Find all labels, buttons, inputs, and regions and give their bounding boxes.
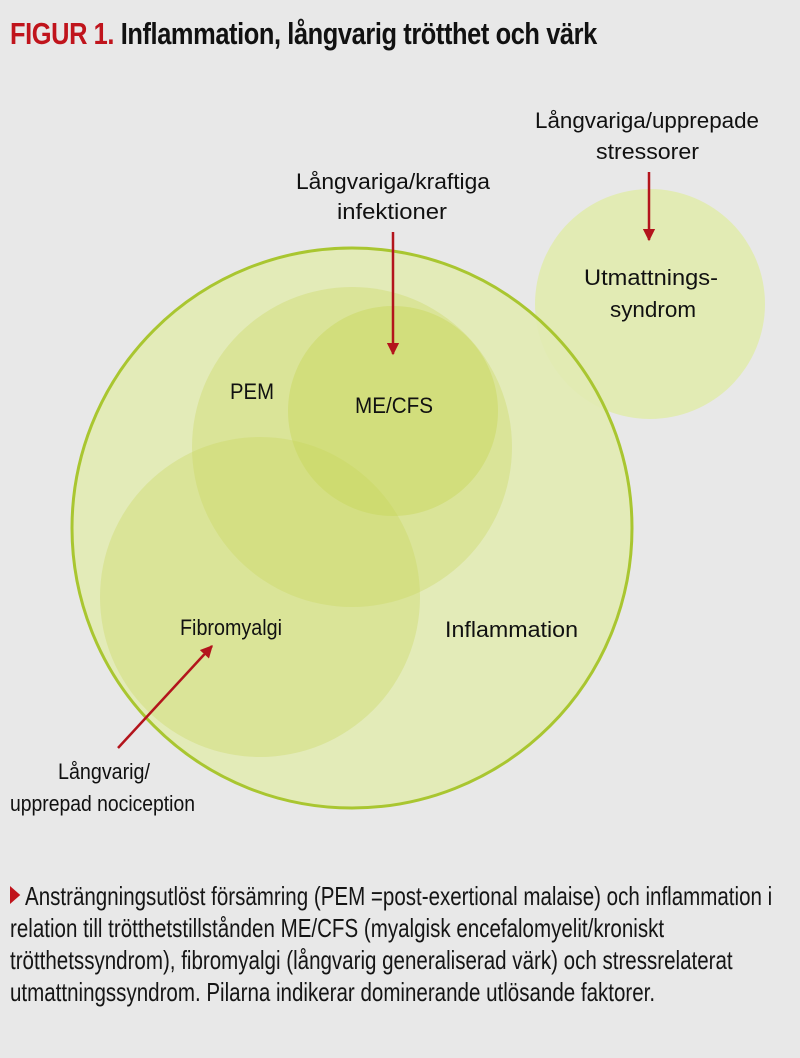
trigger-stressors-2: stressorer (596, 139, 699, 164)
figure-label: FIGUR 1. (10, 16, 115, 51)
circle-utmattningssyndrom (535, 189, 765, 419)
label-mecfs: ME/CFS (355, 393, 433, 418)
arrow-nociception-icon (117, 645, 213, 749)
label-pem: PEM (230, 379, 274, 404)
circle-mecfs (288, 306, 498, 516)
circle-fibromyalgi (100, 437, 420, 757)
caption-text: Ansträngningsutlöst försämring (PEM =pos… (10, 881, 773, 1007)
figure-title: FIGUR 1. Inflammation, långvarig trötthe… (10, 16, 597, 52)
circle-inflammation (70, 246, 634, 810)
label-inflammation: Inflammation (445, 617, 578, 642)
figure-heading: Inflammation, långvarig trötthet och vär… (120, 16, 598, 51)
label-utmattning-1: Utmattnings- (584, 265, 718, 290)
trigger-nociception-1: Långvarig/ (58, 759, 151, 784)
label-utmattning-2: syndrom (610, 297, 696, 322)
trigger-infections-2: infektioner (337, 199, 447, 224)
trigger-stressors-1: Långvariga/upprepade (535, 108, 759, 133)
figure-caption: Ansträngningsutlöst försämring (PEM =pos… (10, 880, 784, 1008)
caption-bullet-icon (10, 886, 21, 904)
label-fibromyalgi: Fibromyalgi (180, 615, 282, 640)
circle-pem (192, 287, 512, 607)
trigger-nociception-2: upprepad nociception (10, 791, 195, 816)
trigger-infections-1: Långvariga/kraftiga (296, 169, 491, 194)
venn-diagram: PEM ME/CFS Fibromyalgi Inflammation Utma… (10, 108, 765, 816)
